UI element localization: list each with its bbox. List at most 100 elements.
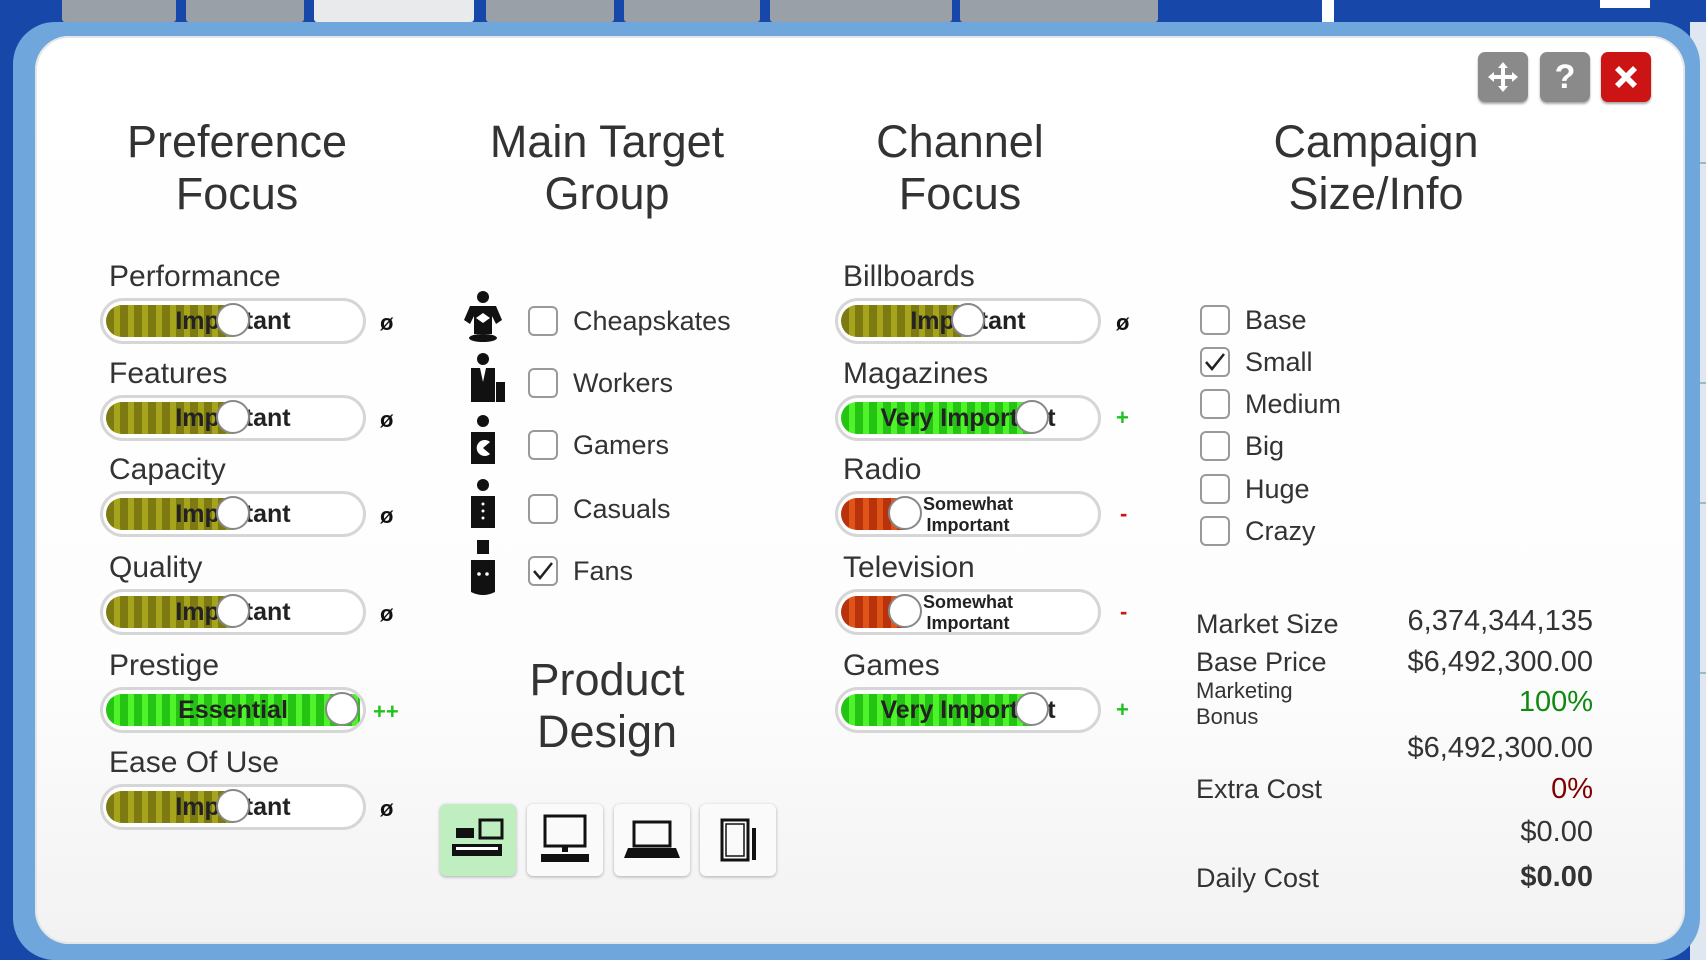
preference-label: Ease Of Use — [109, 746, 280, 779]
gamer-person-icon — [471, 415, 495, 464]
size-checkbox[interactable] — [1200, 474, 1230, 504]
marketing-bonus-label-line: Bonus — [1196, 704, 1259, 729]
marketing-bonus-label-line: Marketing — [1196, 678, 1293, 703]
extra-cost-value: $0.00 — [1520, 816, 1593, 848]
daily-cost-label: Daily Cost — [1196, 863, 1320, 893]
preference-symbol: ø — [380, 310, 394, 335]
campaign-size-info-title: Campaign Size/Info — [1226, 116, 1526, 220]
cheapskate-person-icon — [464, 291, 502, 342]
background-divider — [1322, 0, 1334, 22]
preference-symbol: ø — [380, 796, 394, 821]
close-button[interactable] — [1601, 52, 1651, 102]
background-tab — [624, 0, 760, 22]
slider-knob[interactable] — [216, 303, 250, 337]
size-label: Base — [1245, 305, 1307, 335]
daily-cost-value: $0.00 — [1520, 861, 1593, 893]
size-label: Medium — [1245, 389, 1342, 419]
base-price-label: Base Price — [1196, 647, 1327, 677]
market-size-label: Market Size — [1196, 609, 1339, 639]
target-group-label: Gamers — [573, 430, 670, 460]
title-line: Product — [529, 654, 685, 705]
size-checkbox[interactable] — [1200, 431, 1230, 461]
background-tab — [486, 0, 614, 22]
size-checkbox[interactable] — [1200, 347, 1230, 377]
background-logo — [1600, 0, 1650, 8]
close-x-icon — [1615, 66, 1637, 88]
slider-knob[interactable] — [1015, 692, 1049, 726]
design-option-all-devices[interactable] — [440, 804, 516, 876]
casual-person-icon — [471, 479, 495, 528]
slider-knob[interactable] — [1015, 400, 1049, 434]
target-group-checkbox[interactable] — [528, 368, 558, 398]
channel-slider[interactable]: Very Important — [835, 687, 1101, 733]
preference-slider[interactable]: Important — [100, 395, 366, 441]
channel-label: Television — [843, 551, 975, 584]
preference-label: Features — [109, 357, 228, 390]
preference-symbol: ø — [380, 601, 394, 626]
title-line: Size/Info — [1288, 168, 1464, 219]
slider-value-label: Essential — [178, 696, 288, 724]
worker-person-icon — [471, 353, 505, 402]
target-group-checkbox[interactable] — [528, 494, 558, 524]
channel-symbol: + — [1116, 405, 1129, 430]
channel-symbol: - — [1120, 501, 1128, 526]
slider-knob[interactable] — [216, 400, 250, 434]
target-group-label: Casuals — [573, 494, 671, 524]
preference-slider[interactable]: Important — [100, 589, 366, 635]
channel-label: Magazines — [843, 357, 989, 390]
title-line: Channel — [876, 116, 1044, 167]
slider-knob[interactable] — [216, 496, 250, 530]
design-option-laptop[interactable] — [614, 804, 690, 876]
size-label: Big — [1245, 431, 1285, 461]
help-button[interactable]: ? — [1540, 52, 1590, 102]
preference-label: Quality — [109, 551, 203, 584]
base-price-value: $6,492,300.00 — [1407, 646, 1593, 678]
slider-fill — [106, 596, 233, 628]
title-line: Campaign — [1273, 116, 1479, 167]
slider-value-line: Important — [926, 613, 1010, 633]
tablet-icon — [720, 818, 756, 862]
background-tab — [314, 0, 474, 22]
slider-fill — [841, 305, 968, 337]
slider-knob[interactable] — [216, 594, 250, 628]
market-size-value: 6,374,344,135 — [1407, 605, 1593, 637]
preference-symbol: ++ — [373, 699, 399, 724]
size-checkbox[interactable] — [1200, 305, 1230, 335]
target-group-checkbox[interactable] — [528, 556, 558, 586]
channel-slider[interactable]: Important — [835, 298, 1101, 344]
design-option-tablet[interactable] — [700, 804, 776, 876]
slider-knob[interactable] — [325, 692, 359, 726]
channel-label: Radio — [843, 453, 922, 486]
checkmark-icon — [1205, 353, 1225, 371]
slider-knob[interactable] — [951, 303, 985, 337]
desktop-computer-icon — [541, 814, 589, 862]
preference-slider[interactable]: Important — [100, 491, 366, 537]
target-group-checkbox[interactable] — [528, 430, 558, 460]
channel-label: Games — [843, 649, 940, 682]
checkmark-icon — [533, 562, 553, 580]
target-group-checkbox[interactable] — [528, 306, 558, 336]
title-line: Focus — [898, 168, 1022, 219]
channel-focus-title: Channel Focus — [820, 116, 1100, 220]
move-button[interactable] — [1478, 52, 1528, 102]
slider-fill — [841, 694, 1032, 726]
move-arrows-icon — [1488, 62, 1518, 92]
preference-slider[interactable]: Essential — [100, 687, 366, 733]
background-tab — [770, 0, 952, 22]
preference-slider[interactable]: Important — [100, 298, 366, 344]
slider-knob[interactable] — [888, 496, 922, 530]
slider-knob[interactable] — [888, 594, 922, 628]
design-option-desktop[interactable] — [527, 804, 603, 876]
help-label: ? — [1554, 58, 1576, 96]
preference-slider[interactable]: Important — [100, 784, 366, 830]
slider-value-label: Very Important — [880, 696, 1056, 724]
size-checkbox[interactable] — [1200, 389, 1230, 419]
channel-symbol: - — [1120, 599, 1128, 624]
size-checkbox[interactable] — [1200, 516, 1230, 546]
channel-slider[interactable]: Very Important — [835, 395, 1101, 441]
slider-knob[interactable] — [216, 789, 250, 823]
bonus-total-value: $6,492,300.00 — [1407, 732, 1593, 764]
